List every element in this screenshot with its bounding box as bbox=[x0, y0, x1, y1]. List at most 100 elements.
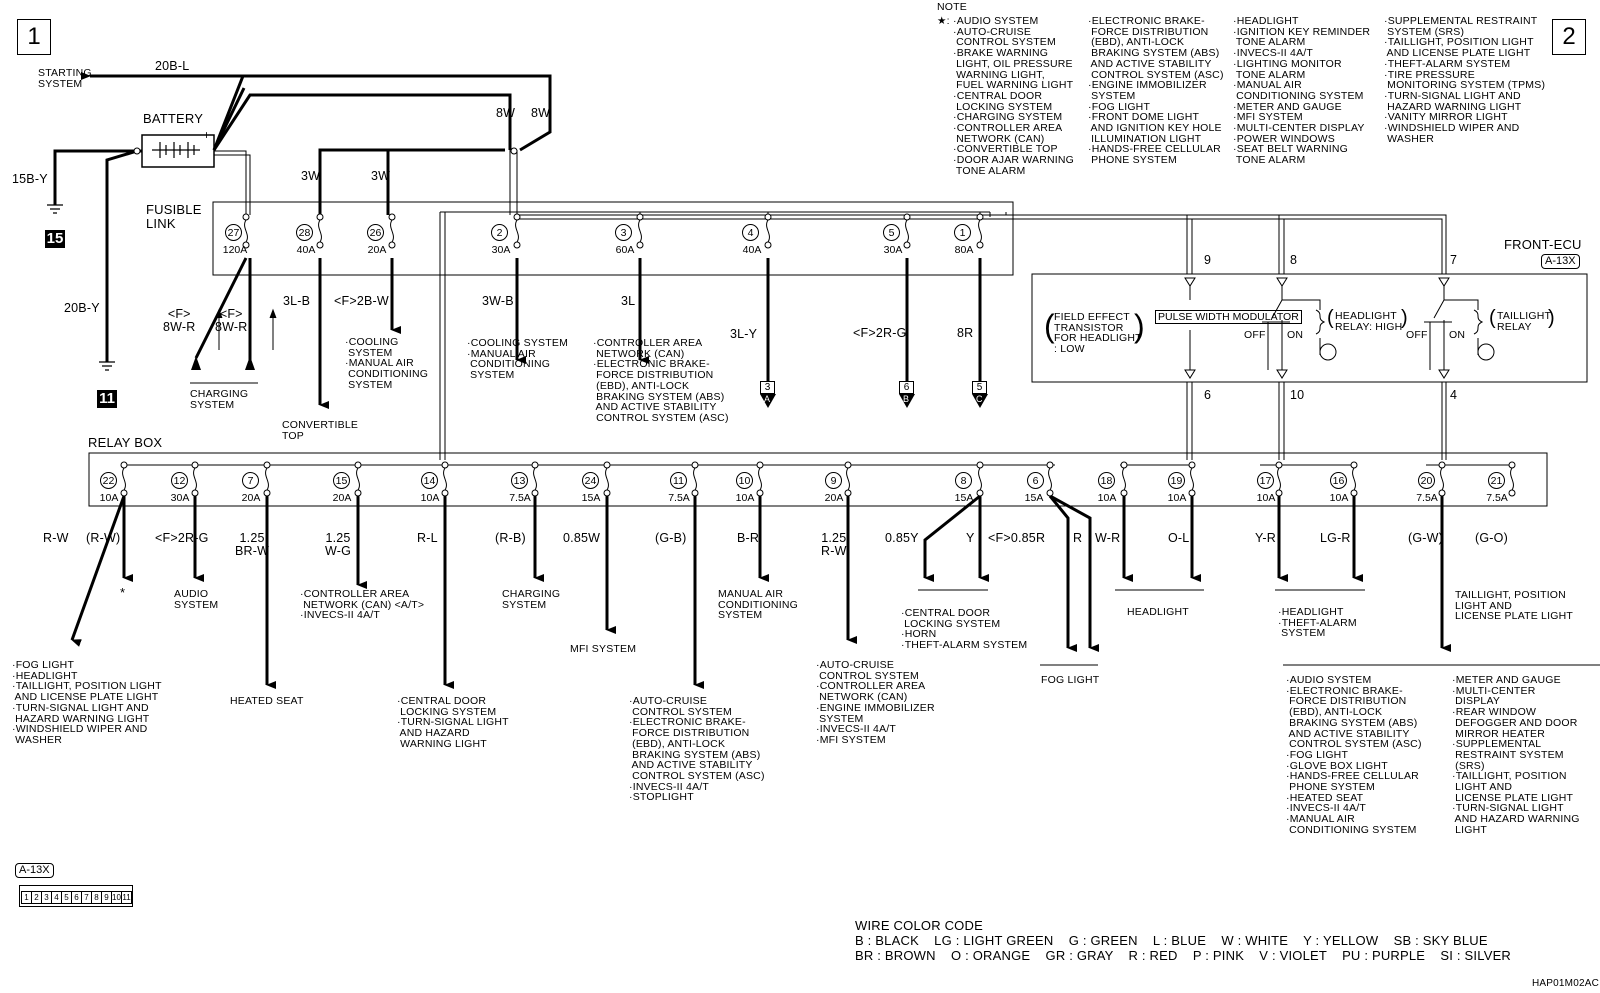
relay-fuse-amp: 15A bbox=[954, 492, 974, 504]
relay-fuse-amp: 15A bbox=[581, 492, 601, 504]
note-column-1: ·AUDIO SYSTEM ·AUTO-CRUISE CONTROL SYSTE… bbox=[953, 15, 1075, 177]
relay-fuse-amp: 10A bbox=[1167, 492, 1187, 504]
fusible-fuse-amp: 120A bbox=[222, 244, 248, 256]
fusible-fuse-amp: 40A bbox=[742, 244, 762, 256]
relay-fuse-number: 18 bbox=[1098, 472, 1115, 489]
relay-fuse-number: 22 bbox=[100, 472, 117, 489]
relay-fuse-number: 7 bbox=[242, 472, 259, 489]
color-code-title: WIRE COLOR CODE bbox=[855, 918, 983, 933]
note-column-2: ·ELECTRONIC BRAKE- FORCE DISTRIBUTION (E… bbox=[1088, 15, 1224, 167]
color-code-row-1: B : BLACK LG : LIGHT GREEN G : GREEN L :… bbox=[855, 933, 1488, 948]
wire-r-w-paren: (R-W) bbox=[86, 531, 121, 545]
audio-system-label: AUDIO SYSTEM bbox=[174, 588, 219, 611]
fog-light-list: ·FOG LIGHT ·HEADLIGHT ·TAILLIGHT, POSITI… bbox=[12, 659, 162, 746]
connector-a-number: 3 bbox=[760, 381, 775, 394]
connector-c-number: 5 bbox=[972, 381, 987, 394]
taillight-relay-label: TAILLIGHT RELAY bbox=[1497, 310, 1552, 333]
relay-fuse-number: 17 bbox=[1257, 472, 1274, 489]
wire-3l: 3L bbox=[621, 294, 636, 308]
convertible-top-label: CONVERTIBLE TOP bbox=[282, 419, 359, 442]
relay-fuse-number: 8 bbox=[955, 472, 972, 489]
fusible-fuse-amp: 60A bbox=[615, 244, 635, 256]
cooling-system-list-2: ·COOLING SYSTEM ·MANUAL AIR CONDITIONING… bbox=[467, 337, 569, 382]
pwm-box: PULSE WIDTH MODULATOR bbox=[1155, 310, 1302, 324]
wire-y: Y bbox=[966, 531, 975, 545]
fusible-fuse-number: 5 bbox=[883, 224, 900, 241]
relay-fuse-number: 24 bbox=[582, 472, 599, 489]
charging-system-label-2: CHARGING SYSTEM bbox=[502, 588, 561, 611]
battery-plus: + bbox=[203, 128, 211, 142]
can-at-list: ·CONTROLLER AREA NETWORK (CAN) <A/T> ·IN… bbox=[300, 588, 425, 622]
central-horn-list: ·CENTRAL DOOR LOCKING SYSTEM ·HORN ·THEF… bbox=[901, 607, 1028, 652]
wire-0-85y: 0.85Y bbox=[885, 531, 919, 545]
fusible-fuse-amp: 80A bbox=[954, 244, 974, 256]
wire-y-r: Y-R bbox=[1255, 531, 1276, 545]
relay-fuse-number: 11 bbox=[670, 472, 687, 489]
connector-c-letter: C bbox=[976, 394, 983, 404]
wire-g-o: (G-O) bbox=[1475, 531, 1508, 545]
wire-f-8w-r-a: <F> 8W-R bbox=[163, 307, 196, 334]
ecu-pin-8: 8 bbox=[1290, 253, 1298, 267]
wire-0-85w: 0.85W bbox=[563, 531, 601, 545]
relay-fuse-amp: 7.5A bbox=[509, 492, 531, 504]
ecu-pin-7: 7 bbox=[1450, 253, 1458, 267]
connector-c[interactable]: 5 C bbox=[970, 381, 989, 408]
can-system-list: ·CONTROLLER AREA NETWORK (CAN) ·ELECTRON… bbox=[593, 337, 729, 424]
fusible-fuse-number: 3 bbox=[615, 224, 632, 241]
relay-fuse-amp: 7.5A bbox=[1486, 492, 1508, 504]
relay-fuse-number: 9 bbox=[825, 472, 842, 489]
connector-c-triangle bbox=[971, 394, 988, 408]
ground-15-label: 15 bbox=[45, 230, 65, 248]
central-door-list: ·CENTRAL DOOR LOCKING SYSTEM ·TURN-SIGNA… bbox=[397, 695, 509, 750]
manual-air-label: MANUAL AIR CONDITIONING SYSTEM bbox=[718, 588, 798, 622]
relay-fuse-amp: 20A bbox=[241, 492, 261, 504]
connector-b-number: 6 bbox=[899, 381, 914, 394]
page-number-left: 1 bbox=[17, 19, 51, 55]
connector-b[interactable]: 6 B bbox=[897, 381, 916, 408]
big-system-list-a: ·AUDIO SYSTEM ·ELECTRONIC BRAKE- FORCE D… bbox=[1286, 674, 1422, 836]
battery-minus: − bbox=[146, 128, 154, 142]
connector-a[interactable]: 3 A bbox=[758, 381, 777, 408]
big-system-list-b: ·METER AND GAUGE ·MULTI-CENTER DISPLAY ·… bbox=[1452, 674, 1580, 836]
fet-bracket-right: ) bbox=[1134, 308, 1145, 344]
ecu-pin-6: 6 bbox=[1204, 388, 1212, 402]
wire-f-0-85r: <F>0.85R bbox=[988, 531, 1046, 545]
fusible-fuse-number: 1 bbox=[954, 224, 971, 241]
relay-fuse-amp: 10A bbox=[735, 492, 755, 504]
wire-1-25-r-w: 1.25 R-W bbox=[821, 531, 847, 558]
wire-3l-b: 3L-B bbox=[283, 294, 311, 308]
relay-fuse-amp: 15A bbox=[1024, 492, 1044, 504]
wire-r: R bbox=[1073, 531, 1083, 545]
diagram-code: HAP01M02AC bbox=[1532, 978, 1600, 989]
charging-system-label: CHARGING SYSTEM bbox=[190, 388, 249, 411]
wire-1-25-w-g: 1.25 W-G bbox=[325, 531, 352, 558]
wire-8r: 8R bbox=[957, 326, 974, 340]
fusible-fuse-amp: 40A bbox=[296, 244, 316, 256]
fusible-fuse-amp: 30A bbox=[491, 244, 511, 256]
wire-g-b: (G-B) bbox=[655, 531, 687, 545]
note-title: NOTE bbox=[937, 1, 967, 13]
relay-fuse-amp: 10A bbox=[420, 492, 440, 504]
relay-fuse-amp: 30A bbox=[170, 492, 190, 504]
ecu-pin-9: 9 bbox=[1204, 253, 1212, 267]
relay-tail-bracket-right: ) bbox=[1548, 307, 1555, 329]
star-note-marker: * bbox=[120, 585, 126, 600]
wire-8w-b: 8W bbox=[531, 106, 551, 120]
relay-high-bracket-right: ) bbox=[1401, 307, 1408, 329]
headlight-label: HEADLIGHT bbox=[1127, 606, 1189, 618]
relay-fuse-amp: 10A bbox=[99, 492, 119, 504]
taillight-label: TAILLIGHT, POSITION LIGHT AND LICENSE PL… bbox=[1455, 589, 1573, 623]
ground-11-label: 11 bbox=[97, 390, 117, 408]
fusible-fuse-amp: 30A bbox=[883, 244, 903, 256]
fusible-fuse-number: 27 bbox=[225, 224, 242, 241]
note-column-3: ·HEADLIGHT ·IGNITION KEY REMINDER TONE A… bbox=[1233, 15, 1371, 167]
connector-a-triangle bbox=[759, 394, 776, 408]
relay-fuse-number: 6 bbox=[1027, 472, 1044, 489]
wire-8w-a: 8W bbox=[496, 106, 516, 120]
wire-f-2r-g-out: <F>2R-G bbox=[155, 531, 209, 545]
wire-f-2b-w: <F>2B-W bbox=[334, 294, 389, 308]
wire-r-w: R-W bbox=[43, 531, 69, 545]
page-number-right: 2 bbox=[1552, 19, 1586, 55]
relay-fuse-number: 10 bbox=[736, 472, 753, 489]
